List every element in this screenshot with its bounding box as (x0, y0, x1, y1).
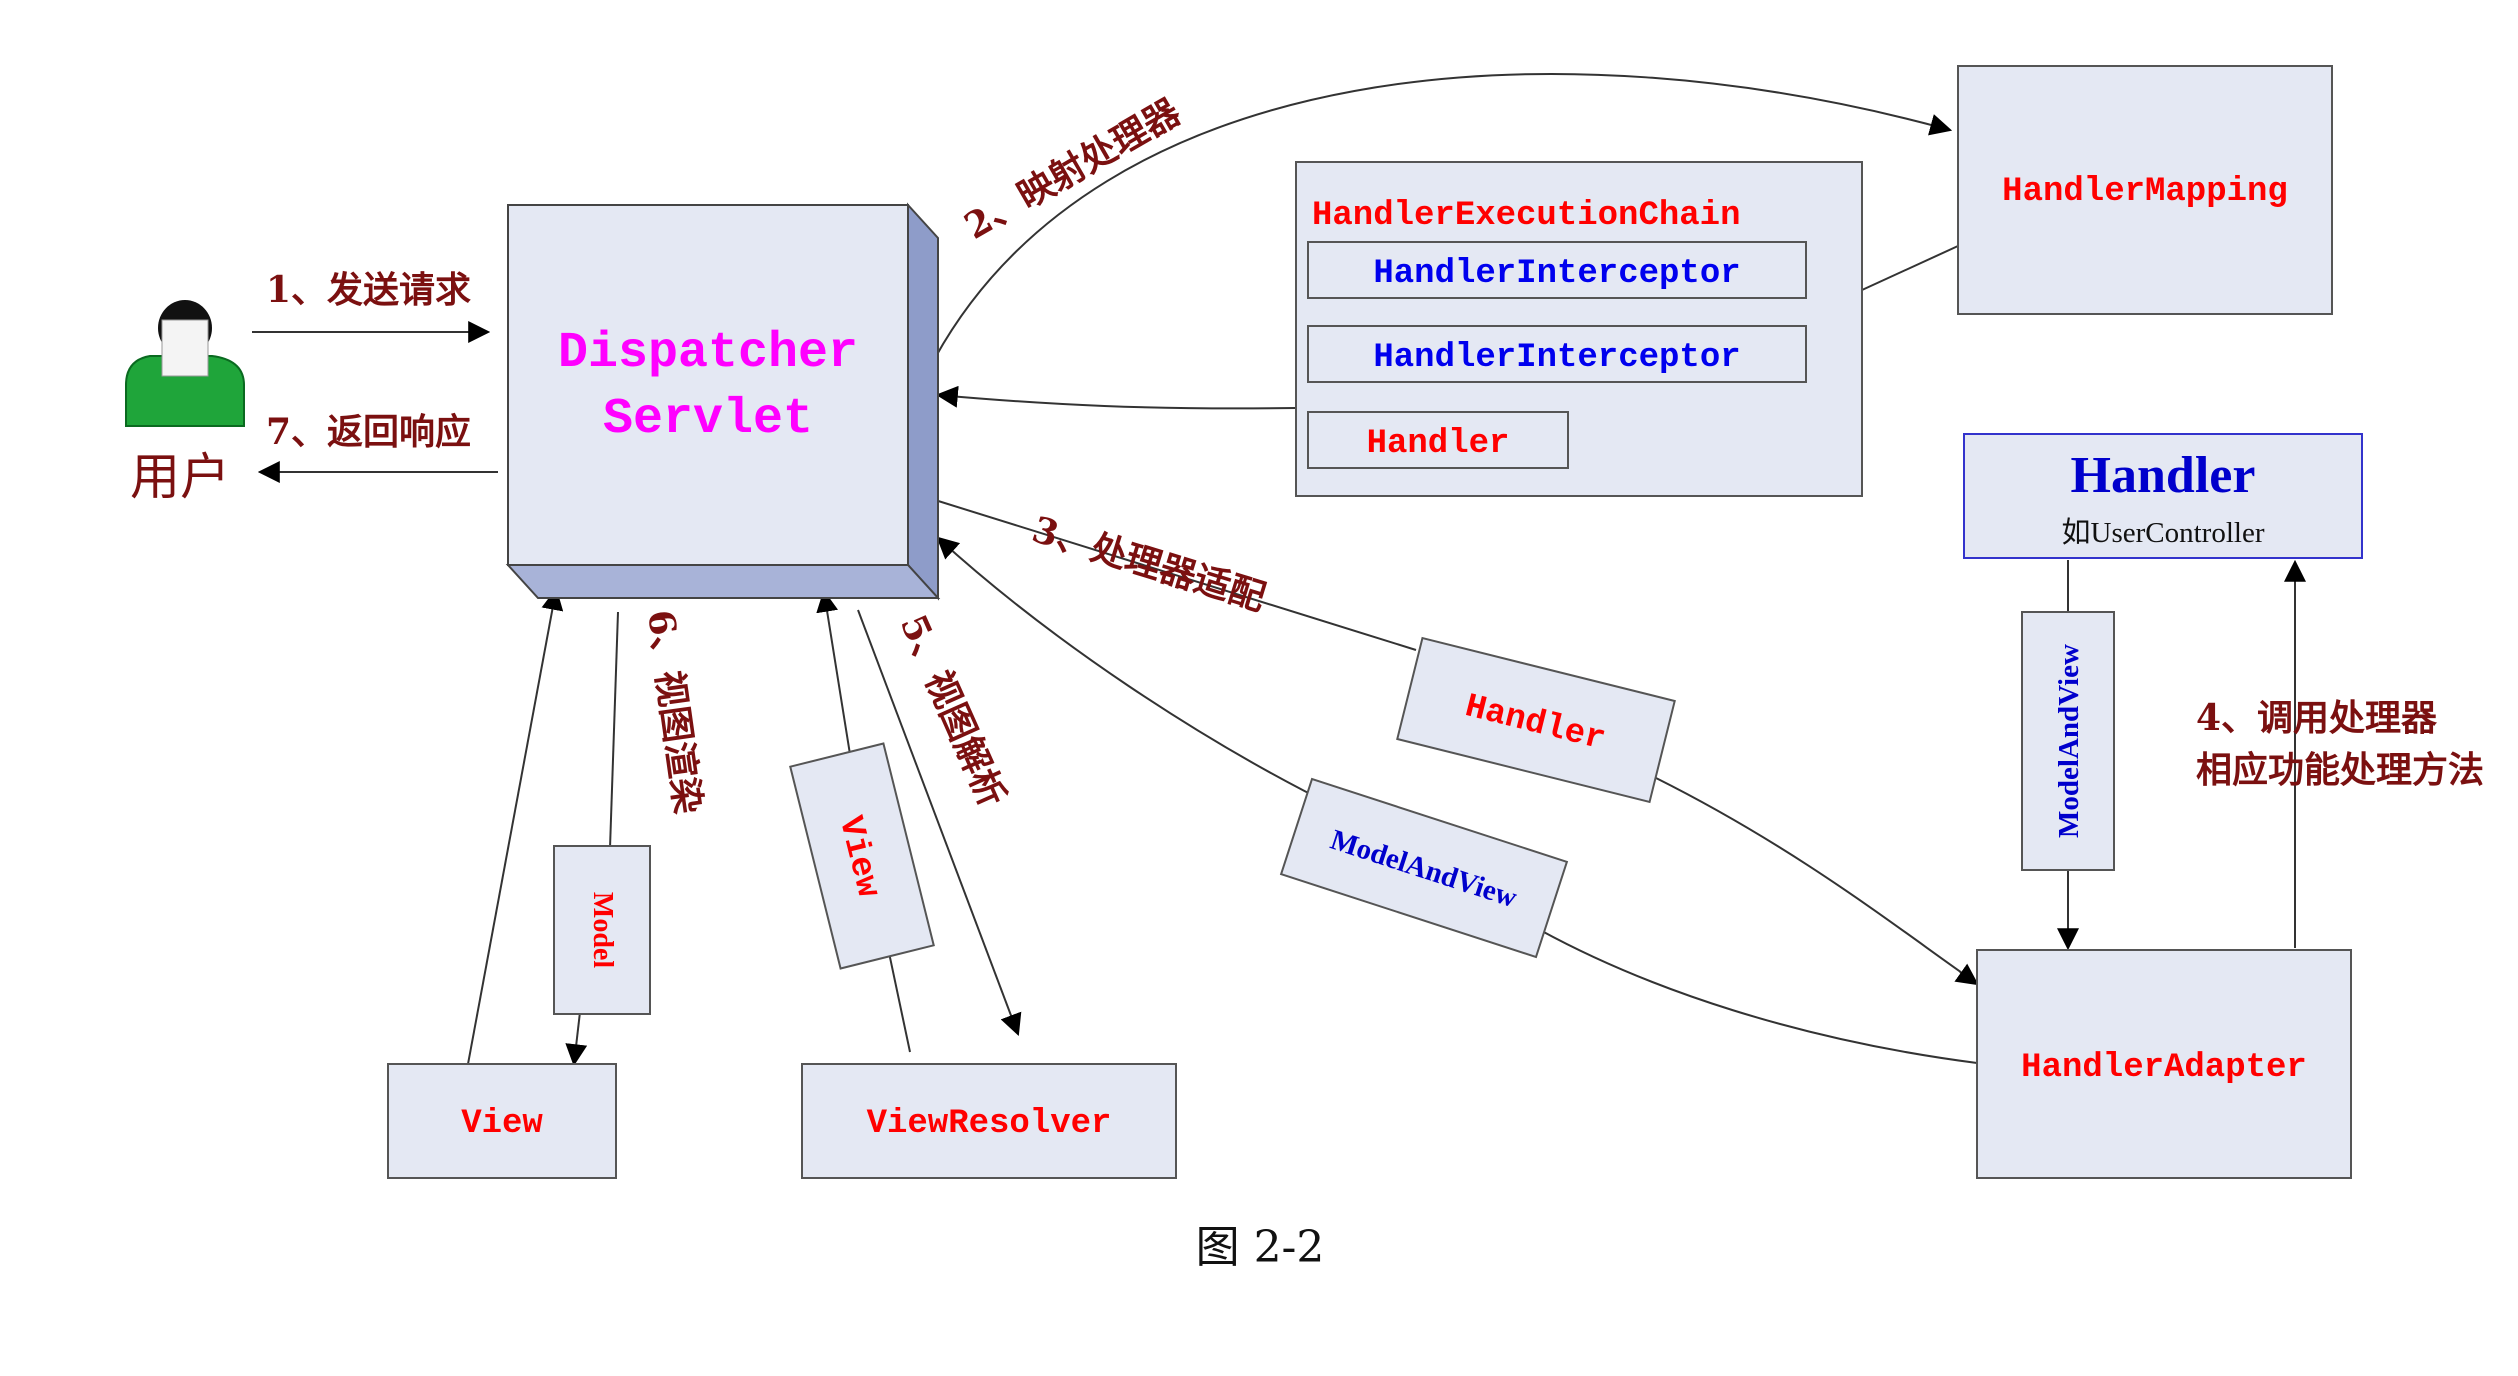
tag-modelandview-vertical: ModelAndView (2021, 611, 2115, 871)
arrow-to-adapter (934, 499, 1976, 983)
step-7-label: 7、返回响应 (266, 411, 471, 453)
tag-model: Model (553, 845, 651, 1015)
tag-model-label: Model (587, 892, 618, 968)
arrow-modelandview-to-dispatcher (938, 538, 1978, 1064)
handler-execution-chain: HandlerExecutionChain HandlerInterceptor… (1295, 161, 1863, 497)
view-box: View (387, 1063, 617, 1179)
user-icon (125, 300, 245, 427)
tag-modelandview-diagonal: ModelAndView (1279, 777, 1569, 959)
arrow-render (609, 611, 619, 849)
interceptor-box-2 (1307, 325, 1807, 383)
step-4-label-line2: 相应功能处理方法 (2196, 749, 2484, 791)
step-5-label: 5、视图解析 (892, 609, 1014, 813)
handler-mapping-label: HandlerMapping (2002, 173, 2288, 211)
view-label: View (461, 1105, 543, 1143)
handler-mapping-box: HandlerMapping (1957, 65, 2333, 315)
view-resolver-label: ViewResolver (867, 1105, 1112, 1143)
figure-caption: 图 2-2 (1196, 1222, 1325, 1273)
dispatcher-label-line2: Servlet (603, 391, 813, 448)
step-2-label: 2、映射处理器 (958, 90, 1189, 247)
interceptor-box-1 (1307, 241, 1807, 299)
step-3-label: 3、处理器适配 (1027, 508, 1270, 619)
step-1-label: 1、发送请求 (266, 269, 471, 311)
step-4-label-line1: 4、调用处理器 (2196, 697, 2438, 739)
arrow-map-handler (934, 73, 1953, 359)
chain-title: HandlerExecutionChain (1312, 197, 1740, 235)
dispatcher-label-line1: Dispatcher (558, 325, 858, 382)
user-label: 用户 (130, 448, 230, 506)
chain-handler-box (1307, 411, 1569, 469)
handler-adapter-box: HandlerAdapter (1976, 949, 2352, 1179)
handler-box: Handler 如UserController (1963, 433, 2363, 559)
connectors (252, 73, 2306, 1067)
interceptor-label-2: HandlerInterceptor (1373, 339, 1740, 377)
arrow-chain-to-dispatcher (935, 385, 1297, 410)
step-6-label: 6、视图渲染 (639, 607, 709, 816)
arrow-view-to-dispatcher (467, 587, 564, 1065)
arrow-viewresolver-to-dispatcher (887, 947, 911, 1053)
handler-adapter-label: HandlerAdapter (2021, 1049, 2307, 1087)
dispatcher-servlet: Dispatcher Servlet (505, 202, 941, 601)
tag-modelandview-vertical-label: ModelAndView (2053, 644, 2085, 838)
handler-title: Handler (2071, 447, 2256, 504)
handler-subtitle: 如UserController (2062, 516, 2265, 549)
view-resolver-box: ViewResolver (801, 1063, 1177, 1179)
line-mapping-to-chain (1861, 245, 1959, 291)
interceptor-label-1: HandlerInterceptor (1373, 255, 1740, 293)
arrow-to-viewresolver (857, 609, 1022, 1037)
chain-handler-label: Handler (1367, 425, 1510, 463)
tag-view: View (789, 742, 935, 970)
tag-handler: Handler (1396, 636, 1676, 804)
